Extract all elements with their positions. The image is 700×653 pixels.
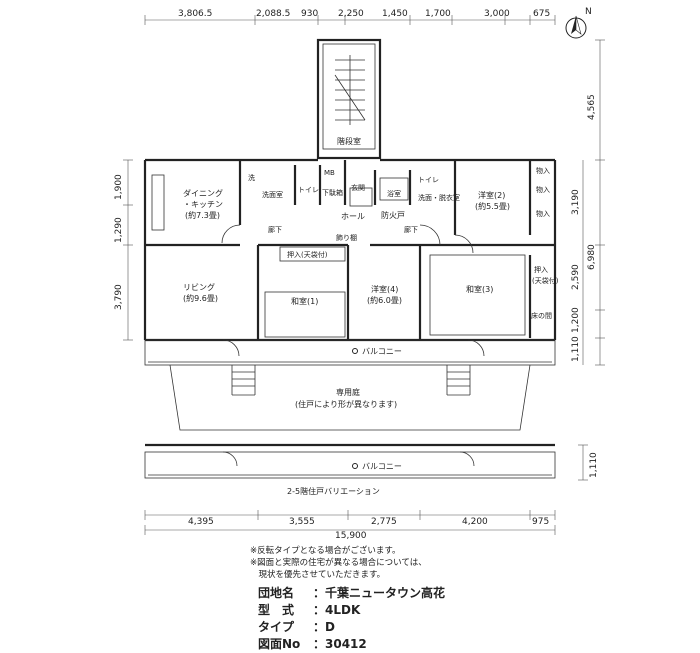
dim-right-5: 1,110 [571,336,581,362]
dim-right-1: 4,565 [587,94,597,120]
room-storage1: 物入 [536,166,550,175]
note-line: ※図面と実際の住宅が異なる場合については、 [250,558,427,568]
room-storage2: 物入 [536,185,550,194]
room-dk-3: (約7.3畳) [185,210,220,220]
room-washroom: 洗面室 [262,190,283,199]
outer-walls [143,158,557,342]
dim-right-3: 2,590 [571,264,581,290]
room-washitsu3: 和室(3) [466,284,493,294]
dim-bottom-4: 4,200 [462,517,488,527]
dim-top-1: 3,806.5 [178,9,212,19]
room-mb: MB [324,169,335,177]
note-line: ※反転タイプとなる場合がございます。 [250,546,401,556]
info-row-name: 団地名：千葉ニュータウン高花 [258,586,446,600]
room-oshiire2-2: (天袋付) [532,276,559,285]
dim-bottom-3: 2,775 [371,517,397,527]
room-wash: 洗 [248,173,255,182]
note-line: 現状を優先させていただきます。 [250,570,386,580]
dim-top-2: 2,088.5 [256,9,290,19]
balcony-upper: バルコニー [144,339,556,366]
room-shelf: 飾り棚 [336,233,357,242]
room-yoshitsu4: 洋室(4) [371,284,398,294]
room-living-size: (約9.6畳) [183,293,218,303]
dim-bottom-5: 975 [532,517,549,527]
room-closet: 床の間 [531,311,552,320]
dim-right-2: 3,190 [571,189,581,215]
room-yoshitsu2-size: (約5.5畳) [475,201,510,211]
notes: ※反転タイプとなる場合がございます。 ※図面と実際の住宅が異なる場合については、… [250,545,427,581]
room-oshiire2-1: 押入 [534,265,548,274]
property-info: 団地名：千葉ニュータウン高花 型 式：4LDK タイプ：D 図面No：30412 [258,585,445,653]
room-stair: 階段室 [337,136,361,146]
room-yoshitsu2: 洋室(2) [478,190,505,200]
room-corridor1: 廊下 [268,225,282,234]
room-shoes: 下駄箱 [322,188,343,197]
left-dimensions: 1,900 1,290 3,790 [114,159,133,341]
room-corridor2: 廊下 [404,225,418,234]
variation-label: 2-5階住戸バリエーション [287,486,380,496]
dim-right-lower: 1,110 [589,452,599,478]
dim-bottom-1: 4,395 [188,517,214,527]
north-arrow: N [565,7,592,39]
room-hall: ホール [341,212,365,221]
dim-bottom-2: 3,555 [289,517,315,527]
dim-top-3: 930 [301,9,318,19]
dim-total: 15,900 [335,531,367,541]
room-living: リビング [183,282,215,292]
dim-top-8: 675 [533,9,550,19]
room-balcony: バルコニー [362,347,402,356]
room-yoshitsu4-size: (約6.0畳) [367,295,402,305]
room-toilet1: トイレ [298,186,319,194]
top-dimensions: 3,806.5 2,088.5 930 2,250 1,450 1,700 3,… [144,9,556,25]
north-label: N [585,7,592,17]
room-oshiire1: 押入(天袋付) [287,250,328,259]
dim-top-4: 2,250 [338,9,364,19]
room-washroom2: 洗面・脱衣室 [418,193,460,202]
dim-left-2: 1,290 [114,217,124,243]
dim-top-5: 1,450 [382,9,408,19]
room-entrance: 玄関 [351,183,365,192]
dim-right-4: 1,200 [571,307,581,333]
dim-top-6: 1,700 [425,9,451,19]
room-toilet2: トイレ [418,176,439,184]
bottom-dimensions: 4,395 3,555 2,775 4,200 975 15,900 [144,510,556,541]
room-dk-1: ダイニング [183,188,223,198]
interior-walls [145,160,555,340]
room-bath: 浴室 [387,189,401,198]
balcony-variation: バルコニー 2-5階住戸バリエーション [144,443,556,496]
info-row-drawing-no: 図面No：30412 [258,637,367,651]
room-garden-note: (住戸により形が異なります) [295,399,397,409]
dim-left-3: 3,790 [114,284,124,310]
dim-left-1: 1,900 [114,174,124,200]
room-dk-2: ・キッチン [183,200,223,209]
room-balcony2: バルコニー [362,462,402,471]
room-firedoor: 防火戸 [381,210,405,220]
private-garden: 専用庭 (住戸により形が異なります) [169,364,531,431]
room-storage3: 物入 [536,209,550,218]
info-row-variant: タイプ：D [258,620,335,634]
room-washitsu1: 和室(1) [291,296,318,306]
dim-top-7: 3,000 [484,9,510,19]
room-garden: 専用庭 [336,387,360,397]
dim-right-total: 6,980 [587,244,597,270]
room-labels: ダイニング ・キッチン (約7.3畳) 洗 洗面室 トイレ MB 玄関 浴室 ト… [183,166,559,320]
info-row-type: 型 式：4LDK [258,603,361,617]
right-dimensions: 4,565 3,190 2,590 1,200 1,110 6,980 1,11… [571,39,605,481]
stair-tower: 階段室 [316,38,382,160]
